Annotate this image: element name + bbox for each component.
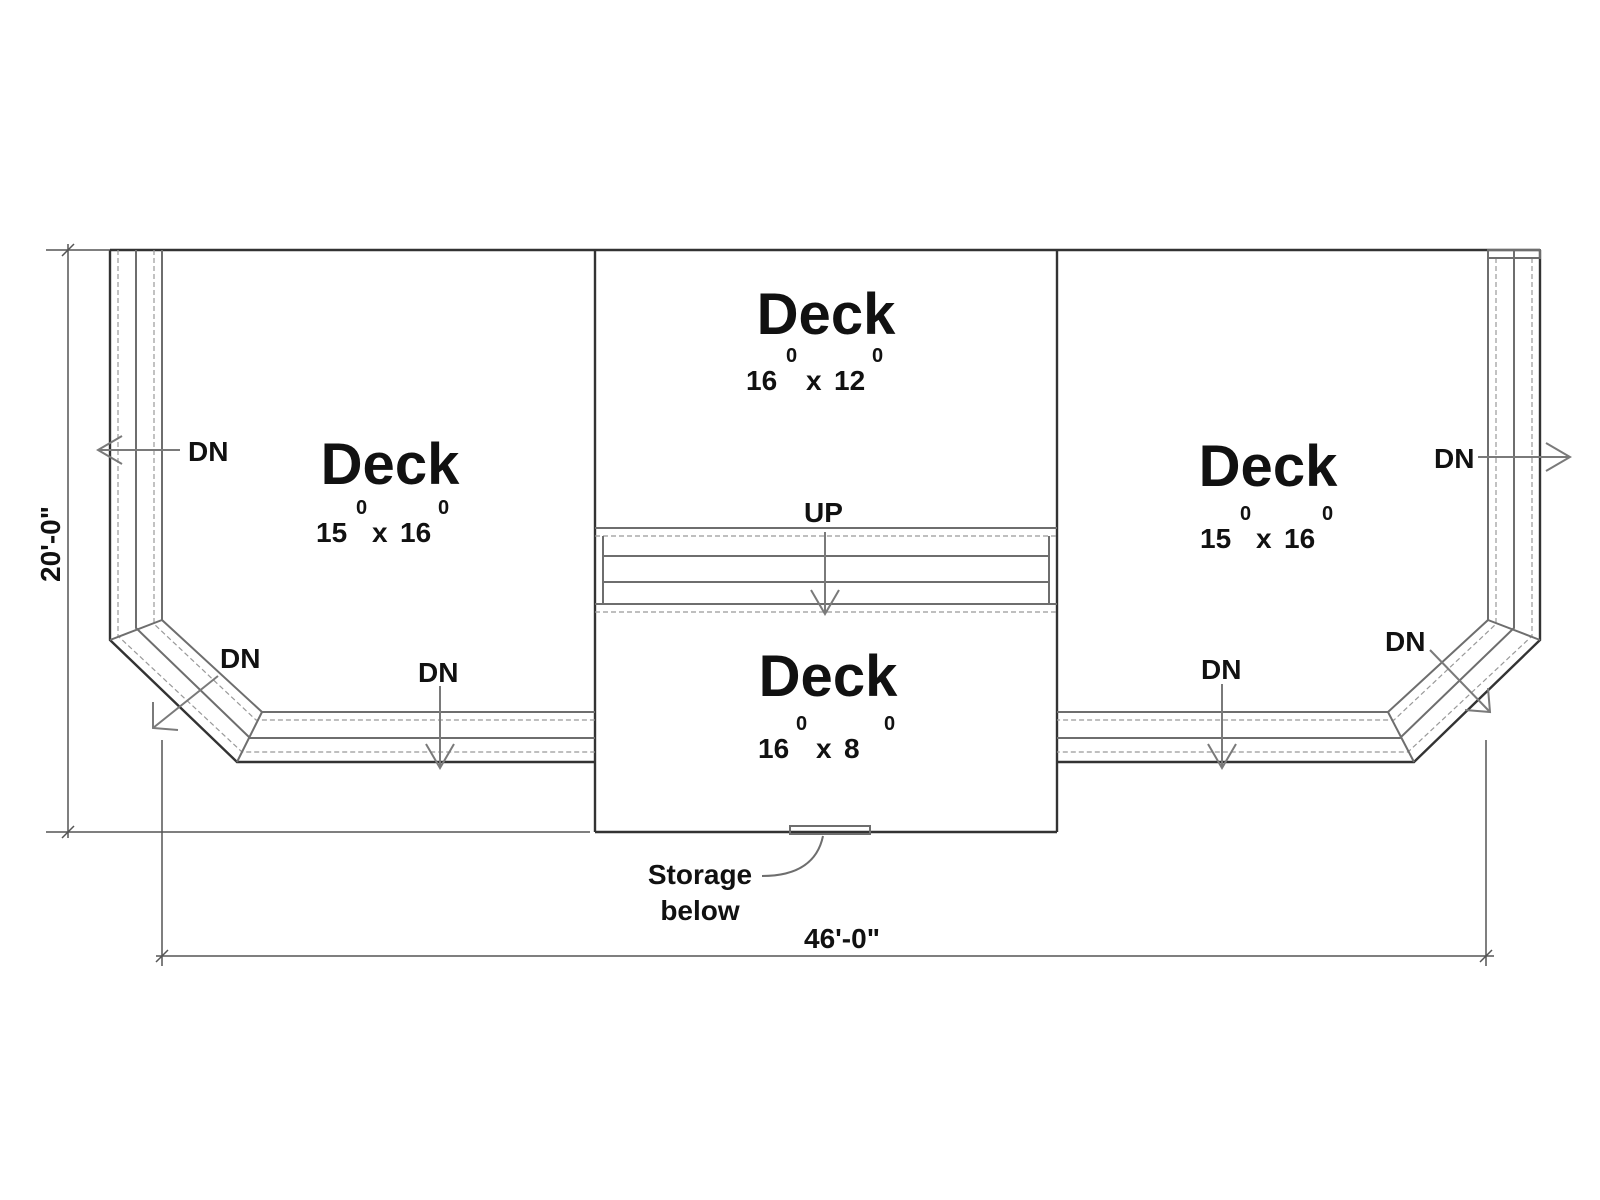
- room-height-inches: 0: [438, 497, 449, 519]
- room-width-inches: 0: [786, 345, 797, 367]
- room-width: 15: [1200, 523, 1231, 554]
- room-name: Deck: [759, 644, 898, 709]
- room-width: 16: [758, 733, 789, 764]
- room-height: 16: [400, 517, 431, 548]
- stair-label-left-bottom: DN: [418, 657, 458, 688]
- room-height: 16: [1284, 523, 1315, 554]
- stair-labels: DN DN DN DN DN DN UP: [188, 436, 1474, 688]
- room-height: 8: [844, 733, 860, 764]
- room-deck-bottom-center: Deck 16 0 x 8 0: [758, 644, 898, 764]
- height-dimension: 20'-0": [35, 506, 66, 582]
- room-width: 15: [316, 517, 347, 548]
- room-name: Deck: [757, 282, 896, 347]
- stair-label-right-bottom: DN: [1201, 654, 1241, 685]
- stair-label-right-side: DN: [1434, 443, 1474, 474]
- stair-label-left-corner: DN: [220, 643, 260, 674]
- room-times: x: [372, 517, 388, 548]
- storage-label-line2: below: [660, 895, 740, 926]
- room-times: x: [1256, 523, 1272, 554]
- room-name: Deck: [1199, 434, 1338, 499]
- width-dimension: 46'-0": [804, 923, 880, 954]
- room-deck-right: Deck 15 0 x 16 0: [1199, 434, 1338, 554]
- deck-outline: [108, 248, 1542, 834]
- room-name: Deck: [321, 432, 460, 497]
- room-width-inches: 0: [1240, 503, 1251, 525]
- room-height-inches: 0: [872, 345, 883, 367]
- room-width: 16: [746, 365, 777, 396]
- stair-label-right-corner: DN: [1385, 626, 1425, 657]
- stair-label-center-up: UP: [804, 497, 843, 528]
- storage-label: Storage below: [648, 859, 752, 926]
- dimension-lines: [46, 243, 1494, 966]
- right-perimeter-stair: [1057, 249, 1541, 763]
- room-deck-top-center: Deck 16 0 x 12 0: [746, 282, 896, 396]
- room-height-inches: 0: [1322, 503, 1333, 525]
- storage-hatch: [761, 825, 871, 877]
- room-width-inches: 0: [356, 497, 367, 519]
- room-width-inches: 0: [796, 713, 807, 735]
- storage-label-line1: Storage: [648, 859, 752, 890]
- room-height-inches: 0: [884, 713, 895, 735]
- room-deck-left: Deck 15 0 x 16 0: [316, 432, 460, 548]
- room-times: x: [816, 733, 832, 764]
- stair-arrows: [96, 435, 1572, 770]
- room-times: x: [806, 365, 822, 396]
- room-height: 12: [834, 365, 865, 396]
- stair-label-left-side: DN: [188, 436, 228, 467]
- left-perimeter-stair: [109, 250, 595, 763]
